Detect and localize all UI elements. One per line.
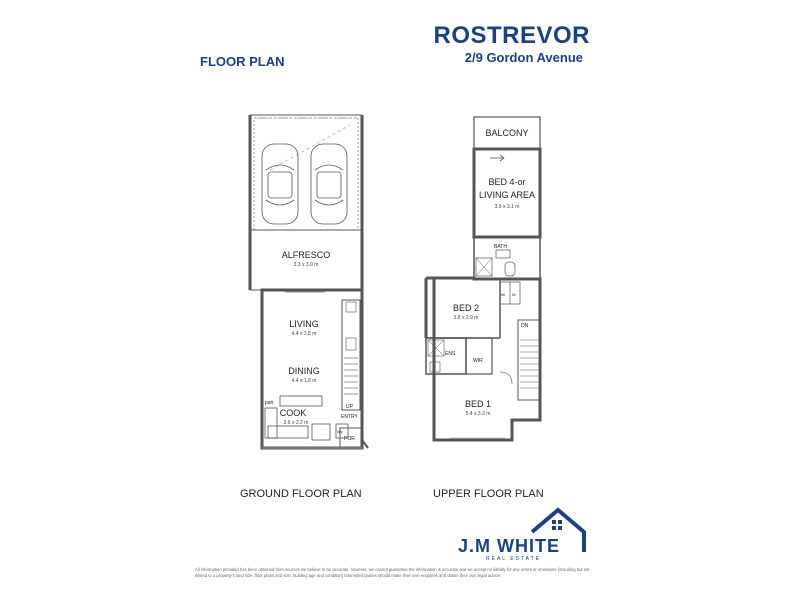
bed4-label-line1: BED 4-or [488, 177, 525, 187]
wc-label: W [512, 292, 516, 297]
ground-floor-label: GROUND FLOOR PLAN [240, 488, 362, 500]
stair-down-label: DN [521, 323, 529, 329]
ensuite-label: ENS. [445, 351, 457, 357]
bed2-label: BED 2 [453, 303, 479, 313]
brand-tagline: REAL ESTATE [486, 556, 541, 562]
bed2-dims: 3.8 x 2.9 m [454, 315, 479, 321]
entry-label: ENTRY [341, 414, 359, 420]
stair-up-label: UP [346, 404, 354, 410]
living-dims: 4.4 x 3.8 m [292, 331, 317, 337]
property-address: 2/9 Gordon Avenue [464, 50, 583, 65]
cook-dims: 3.6 x 2.2 m [284, 420, 309, 426]
brand-name: J.M WHITE [458, 536, 560, 556]
bath-label: BATH [494, 244, 507, 250]
floor-plan-heading: FLOOR PLAN [200, 54, 285, 69]
upper-floor-plan [424, 116, 542, 442]
wir-label: WIR [473, 358, 483, 364]
ground-floor-plan [248, 114, 369, 450]
dining-dims: 4.4 x 1.8 m [292, 378, 317, 384]
car-icon-left [261, 143, 299, 225]
property-title: ROSTREVOR [433, 22, 590, 49]
disclaimer-text: All information provided has been obtain… [195, 567, 590, 578]
bed1-dims: 5.4 x 3.3 m [466, 411, 491, 417]
linen-label: lin [501, 292, 505, 297]
laundry-label: ldry [337, 430, 343, 434]
living-label: LIVING [289, 319, 319, 329]
alfresco-dims: 3.3 x 3.0 m [294, 262, 319, 268]
bed4-label-line2: LIVING AREA [479, 190, 535, 200]
upper-floor-label: UPPER FLOOR PLAN [433, 488, 544, 500]
car-icon-right [310, 143, 348, 225]
porch-label: POR [344, 436, 355, 442]
alfresco-label: ALFRESCO [282, 250, 331, 260]
bed1-label: BED 1 [465, 399, 491, 409]
house-logo-icon [530, 507, 586, 552]
pantry-label: pan [265, 400, 274, 406]
balcony-label: BALCONY [485, 128, 528, 138]
cook-label: COOK [280, 408, 307, 418]
bed4-dims: 3.9 x 3.1 m [495, 204, 520, 210]
dining-label: DINING [288, 366, 320, 376]
